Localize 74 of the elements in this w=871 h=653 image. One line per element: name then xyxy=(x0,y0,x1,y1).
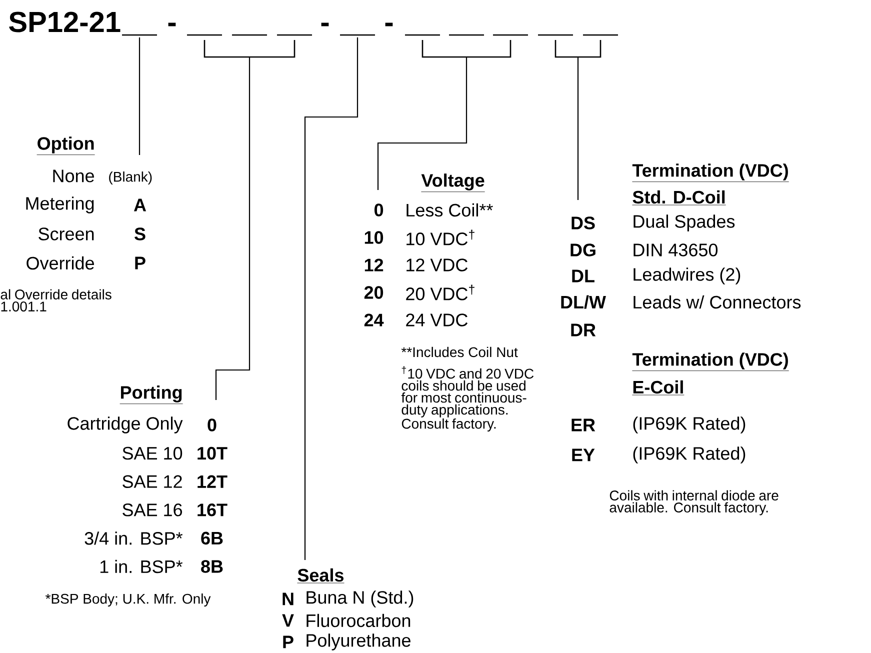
seal-name: Buna N (Std.) xyxy=(306,590,414,608)
seal-name: Polyurethane xyxy=(306,634,410,650)
voltage-code: 10 xyxy=(364,231,384,244)
voltage-code: 12 xyxy=(364,258,384,272)
leader-line xyxy=(138,37,140,155)
footnote: **Includes Coil Nut xyxy=(401,346,518,358)
section-heading: Option xyxy=(36,136,95,155)
porting-code: 0 xyxy=(208,418,216,432)
option-code: S xyxy=(134,228,146,240)
option-name: Metering xyxy=(26,196,94,214)
porting-name: Cartridge Only xyxy=(68,416,183,434)
porting-code: 10T xyxy=(198,446,228,460)
termination-code: EY xyxy=(572,448,595,462)
section-heading: Voltage xyxy=(420,174,486,192)
code-blanks xyxy=(537,34,619,58)
option-code: P xyxy=(135,256,146,270)
voltage-name: Less Coil** xyxy=(406,203,493,217)
porting-code: 8B xyxy=(201,560,223,573)
leader-line xyxy=(215,57,250,400)
voltage-code: 0 xyxy=(374,204,384,216)
termination-code: DG xyxy=(570,244,596,256)
footnote: al Override details 1.001.1 xyxy=(0,289,112,312)
section-heading: Termination (VDC) xyxy=(632,352,790,371)
termination-code: ER xyxy=(572,418,596,432)
porting-code: 6B xyxy=(201,532,223,545)
termination-name: (IP69K Rated) xyxy=(633,416,746,434)
seal-name: Fluorocarbon xyxy=(306,614,410,628)
section-heading: Seals xyxy=(297,568,344,584)
porting-name: SAE 10 xyxy=(122,446,182,460)
termination-code: DS xyxy=(572,216,595,230)
section-heading: Porting xyxy=(120,386,183,404)
leader-line xyxy=(377,57,468,190)
footnote: Coils with internal diode are available. Consult factory. xyxy=(610,490,778,516)
separator-dash: - xyxy=(321,22,329,26)
separator-dash: - xyxy=(385,22,393,26)
termination-code: DR xyxy=(571,324,596,336)
footnote: $^{†}$10 VDC and 20 VDC coils should be used for most continuous-duty applications. Consult factory. xyxy=(401,366,534,432)
seal-code: V xyxy=(282,614,294,627)
termination-name: Leadwires (2) xyxy=(634,268,740,284)
porting-code: 16T xyxy=(198,504,228,516)
voltage-name: 12 VDC xyxy=(406,258,468,272)
section-heading: E-Coil xyxy=(632,380,684,396)
voltage-name: 10 VDC$^{†}$ xyxy=(406,230,474,246)
separator-dash: - xyxy=(168,22,176,26)
porting-name: 3/4 in. BSP* xyxy=(84,532,183,545)
porting-name: SAE 16 xyxy=(122,504,182,516)
voltage-code: 20 xyxy=(364,286,384,299)
porting-code: 12T xyxy=(198,475,228,488)
termination-name: DIN 43650 xyxy=(634,244,718,256)
option-code: (Blank) xyxy=(109,171,152,185)
section-heading: Std. D-Coil xyxy=(632,190,726,206)
voltage-name: 20 VDC$^{†}$ xyxy=(406,284,474,300)
voltage-code: 24 xyxy=(364,314,384,326)
termination-name: Leads w/ Connectors xyxy=(634,295,801,309)
termination-code: DL/W xyxy=(561,295,606,309)
porting-name: 1 in. BSP* xyxy=(100,560,183,574)
option-name: Override xyxy=(26,256,94,270)
porting-name: SAE 12 xyxy=(122,475,182,488)
code-blanks xyxy=(186,34,313,58)
option-name: Screen xyxy=(38,228,94,240)
section-heading: Termination (VDC) xyxy=(632,164,790,182)
leader-line xyxy=(577,57,579,200)
leader-line xyxy=(304,37,358,560)
option-code: A xyxy=(134,198,146,212)
voltage-name: 24 VDC xyxy=(406,314,468,326)
termination-code: DL xyxy=(572,270,594,282)
part-number: SP12-21 xyxy=(9,12,120,32)
footnote: *BSP Body; U.K. Mfr. Only xyxy=(46,593,211,607)
option-name: None xyxy=(53,170,94,182)
seal-code: N xyxy=(282,592,294,606)
code-blanks xyxy=(404,34,529,58)
termination-name: (IP69K Rated) xyxy=(633,446,746,464)
seal-code: P xyxy=(283,636,294,648)
termination-name: Dual Spades xyxy=(634,214,735,232)
